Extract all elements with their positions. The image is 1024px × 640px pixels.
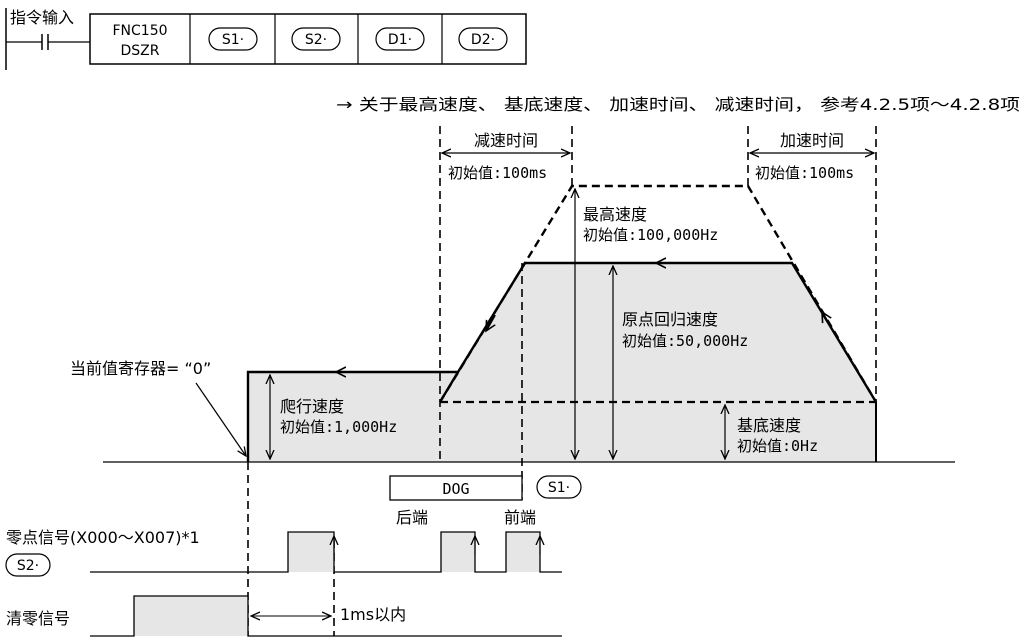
dog-box — [389, 475, 523, 501]
creep-speed-initial: 初始值:1,000Hz — [280, 418, 397, 436]
operand-d1: D1· — [388, 32, 412, 48]
max-speed-initial: 初始值:100,000Hz — [583, 226, 718, 244]
current-value-label: 当前值寄存器= “0” — [70, 359, 211, 378]
instruction-mnemonic-1: FNC150 — [112, 23, 167, 39]
zero-point-signal: 零点信号(X000～X007)*1 S2· — [5, 528, 562, 577]
return-speed-initial: 初始值:50,000Hz — [622, 332, 748, 350]
operand-d2-badge — [458, 27, 508, 51]
dog-operand: S1· — [548, 480, 570, 496]
operand-s1: S1· — [222, 32, 244, 48]
ladder-instruction: 指令输入 FNC150 DSZR S1· S2· D1· D2· — [5, 8, 527, 70]
base-speed-label: 基底速度 — [737, 416, 801, 435]
zero-operand: S2· — [17, 558, 39, 574]
return-speed-label: 原点回归速度 — [622, 310, 718, 329]
profile-shade — [248, 263, 876, 462]
dog-signal: DOG S1· 后端 前端 — [389, 475, 582, 527]
clear-signal-waveform — [90, 595, 562, 637]
dog-operand-badge — [536, 475, 582, 499]
clear-signal: 清零信号 1ms以内 — [6, 595, 562, 637]
instruction-mnemonic-2: DSZR — [121, 43, 160, 59]
operand-s2: S2· — [305, 32, 327, 48]
within-1ms-label: 1ms以内 — [340, 605, 406, 624]
decel-time-label: 减速时间 — [474, 131, 538, 150]
dog-label: DOG — [442, 480, 469, 498]
max-speed-label: 最高速度 — [583, 205, 647, 224]
operand-s2-badge — [291, 27, 341, 51]
ideal-speed-line — [438, 184, 878, 403]
creep-speed-label: 爬行速度 — [280, 397, 344, 416]
zero-signal-waveform — [90, 531, 562, 573]
speed-profile: 减速时间 初始值:100ms 加速时间 初始值:100ms 最高速度 初始值:1… — [70, 126, 955, 636]
decel-initial-value: 初始值:100ms — [448, 164, 547, 182]
instruction-input-label: 指令输入 — [10, 8, 74, 27]
reference-note: → 关于最高速度、 基底速度、 加速时间、 减速时间， 参考4.2.5项～4.2… — [336, 95, 1020, 114]
front-end-label: 前端 — [504, 508, 536, 527]
clear-signal-label: 清零信号 — [6, 609, 70, 628]
zero-operand-badge — [5, 553, 51, 577]
accel-initial-value: 初始值:100ms — [755, 164, 854, 182]
operand-s1-badge — [208, 27, 258, 51]
zero-signal-label: 零点信号(X000～X007)*1 — [6, 528, 200, 547]
operand-d2: D2· — [471, 32, 495, 48]
base-speed-initial: 初始值:0Hz — [737, 437, 818, 455]
rear-end-label: 后端 — [396, 508, 428, 527]
operand-d1-badge — [375, 27, 425, 51]
accel-time-label: 加速时间 — [780, 131, 844, 150]
